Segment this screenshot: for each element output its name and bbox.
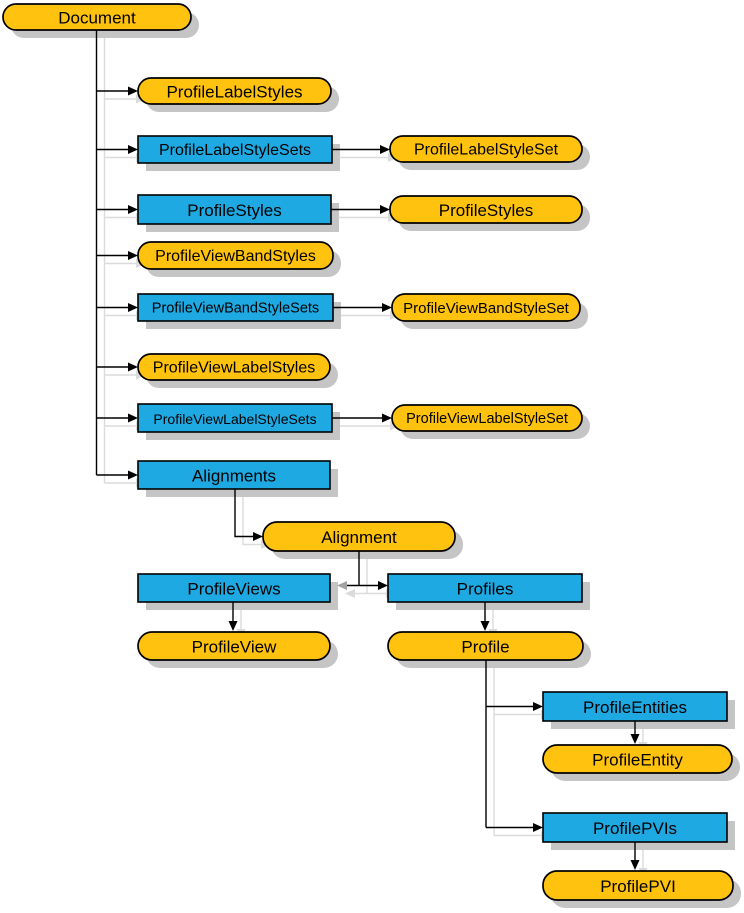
node-label: Profiles (457, 580, 514, 599)
node-profile-styles-item: ProfileStyles (389, 195, 583, 224)
arrowhead (382, 303, 392, 312)
arrowhead (128, 362, 138, 372)
node-label: ProfileLabelStyleSet (414, 142, 559, 159)
node-profile-label-style-set: ProfileLabelStyleSet (389, 135, 583, 163)
arrowhead (630, 860, 640, 870)
arrowhead (128, 470, 138, 480)
node-profile-view: ProfileView (137, 631, 331, 661)
node-alignments: Alignments (137, 460, 331, 490)
connectors (95, 30, 640, 870)
node-alignment: Alignment (262, 521, 456, 552)
node-label: Document (58, 9, 136, 28)
node-label: ProfileStyles (187, 201, 281, 220)
node-profile-views: ProfileViews (137, 573, 331, 603)
arrowhead (382, 413, 392, 423)
node-label: ProfileEntity (592, 751, 683, 770)
node-label: ProfileEntities (583, 698, 687, 717)
arrowhead (128, 251, 138, 260)
arrowhead (630, 734, 640, 744)
node-profile-pvi: ProfilePVI (542, 870, 734, 901)
arrowhead (533, 823, 543, 832)
arrowhead (480, 621, 490, 631)
node-label: ProfileLabelStyles (166, 83, 302, 102)
arrowhead (380, 145, 390, 154)
node-label: ProfileStyles (439, 201, 533, 220)
node-profile-entity: ProfileEntity (542, 744, 733, 774)
node-label: Alignments (192, 467, 276, 486)
node-label: ProfilePVI (600, 877, 676, 896)
node-profiles: Profiles (387, 573, 583, 603)
arrowhead (228, 621, 238, 631)
node-label: ProfileViews (187, 580, 280, 599)
node-profile-pvis: ProfilePVIs (542, 812, 728, 843)
gray-left-arrowhead (337, 581, 347, 590)
arrowhead (128, 86, 138, 96)
node-profile-view-band-styles: ProfileViewBandStyles (137, 241, 334, 270)
node-label: ProfileViewLabelStyles (153, 360, 315, 377)
arrowhead (378, 581, 388, 590)
node-profile-label-styles: ProfileLabelStyles (137, 77, 332, 105)
arrowhead (128, 145, 138, 154)
arrowhead (380, 205, 390, 214)
node-label: ProfileView (192, 638, 277, 657)
arrowhead (128, 303, 138, 312)
node-label: ProfileViewLabelStyleSets (153, 411, 316, 427)
node-profile-view-label-style-set: ProfileViewLabelStyleSet (391, 404, 583, 432)
arrowhead (253, 532, 263, 541)
node-label: Profile (461, 638, 509, 657)
arrowhead (533, 702, 543, 711)
node-document: Document (2, 3, 192, 31)
node-profile: Profile (387, 631, 584, 661)
node-label: ProfilePVIs (593, 819, 677, 838)
node-profile-entities: ProfileEntities (542, 691, 728, 722)
node-profile-view-label-styles: ProfileViewLabelStyles (137, 353, 331, 381)
node-label: ProfileViewLabelStyleSet (406, 411, 568, 427)
node-label: ProfileLabelStyleSets (159, 142, 311, 159)
arrowhead (128, 205, 138, 214)
node-profile-view-band-style-sets: ProfileViewBandStyleSets (137, 293, 334, 322)
node-label: ProfileViewBandStyles (155, 248, 316, 265)
node-profile-view-band-style-set: ProfileViewBandStyleSet (391, 293, 581, 322)
node-profile-styles-collection: ProfileStyles (137, 194, 332, 225)
arrowhead (128, 413, 138, 423)
node-profile-label-style-sets: ProfileLabelStyleSets (137, 135, 333, 164)
node-label: Alignment (321, 528, 397, 547)
node-label: ProfileViewBandStyleSet (403, 300, 569, 317)
node-profile-view-label-style-sets: ProfileViewLabelStyleSets (137, 403, 333, 433)
node-label: ProfileViewBandStyleSets (152, 301, 319, 317)
